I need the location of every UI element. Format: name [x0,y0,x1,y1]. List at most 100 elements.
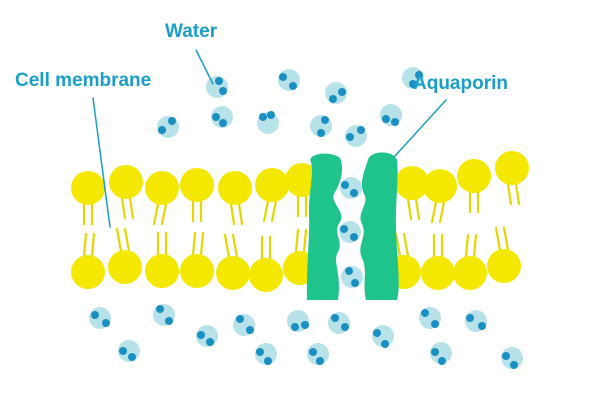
phospholipid-head [145,254,179,288]
water-molecule-icon [196,325,218,347]
phospholipid-head [421,256,455,290]
water-molecule-icon [339,221,361,243]
lipid-tail [506,182,521,206]
water-oxygen [430,342,452,364]
lipid-tail [294,228,308,254]
water-molecule-icon [328,312,350,334]
water-hydrogen [212,113,220,121]
water-hydrogen [478,322,486,330]
lipid-tail [432,233,444,259]
phospholipid-head [249,258,283,292]
water-molecule-icon [153,304,175,326]
phospholipid-head [218,171,252,205]
water-molecule-icon [419,307,441,329]
water-hydrogen [301,321,309,329]
water-molecule-icon [380,104,402,126]
lipid-tail [229,202,244,226]
lipid-tail [223,233,239,259]
water-label: Water [165,21,218,42]
phospholipid-head [180,254,214,288]
lipid-tail [468,190,480,214]
water-leader-line [195,49,214,85]
lipid-tail [152,202,168,226]
water-molecule-icon [89,307,111,329]
water-hydrogen [102,319,110,327]
water-molecule-icon [257,111,279,134]
water-hydrogen [409,80,417,88]
water-hydrogen [381,340,389,348]
phospholipid-head [108,250,142,284]
water-hydrogen [219,87,227,95]
water-hydrogen [279,73,287,81]
phospholipid-head [423,169,457,203]
water-hydrogen [338,88,346,96]
water-hydrogen [316,357,324,365]
water-molecule-icon [206,76,228,98]
water-molecule-icon [465,310,487,332]
phospholipid-head [453,256,487,290]
water-molecule-icon [341,266,363,288]
water-hydrogen [259,113,267,121]
water-molecule-icon [211,106,233,128]
water-hydrogen [267,111,275,119]
lipid-tail [260,235,272,261]
water-hydrogen [510,361,518,369]
water-hydrogen [317,129,325,137]
lipid-tail [464,233,478,259]
water-molecule-icon [402,67,424,89]
water-hydrogen [219,119,227,127]
lipid-tail [120,196,135,220]
water-hydrogen [382,115,390,123]
phospholipid-head [255,168,289,202]
water-hydrogen [91,311,99,319]
water-hydrogen [466,314,474,322]
water-hydrogen [331,314,339,322]
water-hydrogen [421,309,429,317]
phospholipid-head [395,166,429,200]
aquaporin-label: Aquaporin [413,73,508,94]
water-hydrogen [215,77,223,85]
water-hydrogen [264,357,272,365]
lipid-tails [82,182,521,261]
water-hydrogen [350,233,358,241]
aquaporin-leader-line [394,99,447,157]
water-molecule-icon [430,342,452,365]
water-hydrogen [119,347,127,355]
cell-membrane-label: Cell membrane [15,70,152,91]
lipid-heads [71,151,529,292]
water-hydrogen [256,348,264,356]
water-hydrogen [128,353,136,361]
water-molecule-icon [345,125,367,147]
water-hydrogen [206,338,214,346]
phospholipid-head [495,151,529,185]
water-hydrogen [165,317,173,325]
lipid-tail [82,232,96,258]
lipid-tail [191,231,205,257]
cell-membrane-leader-line [92,97,111,228]
water-hydrogen [309,348,317,356]
water-hydrogen [346,133,354,141]
phospholipid-head [180,168,214,202]
water-molecule-icon [372,325,394,348]
water-hydrogen [168,117,176,125]
lipid-tail [115,227,131,253]
water-molecule-icon [278,69,300,91]
water-hydrogen [156,305,164,313]
phospholipid-head [285,163,319,197]
water-hydrogen [197,331,205,339]
water-hydrogen [329,95,337,103]
leader-lines [92,49,447,228]
water-hydrogen [502,352,510,360]
water-molecule-icon [287,310,309,332]
phospholipid-head [71,171,105,205]
lipid-tail [394,232,410,258]
phospholipid-head [71,255,105,289]
water-hydrogen [415,71,423,79]
water-molecules [89,67,523,369]
water-hydrogen [158,126,166,134]
water-molecule-icon [501,347,523,369]
water-hydrogen [340,225,348,233]
phospholipid-head [216,256,250,290]
water-hydrogen [357,126,365,134]
